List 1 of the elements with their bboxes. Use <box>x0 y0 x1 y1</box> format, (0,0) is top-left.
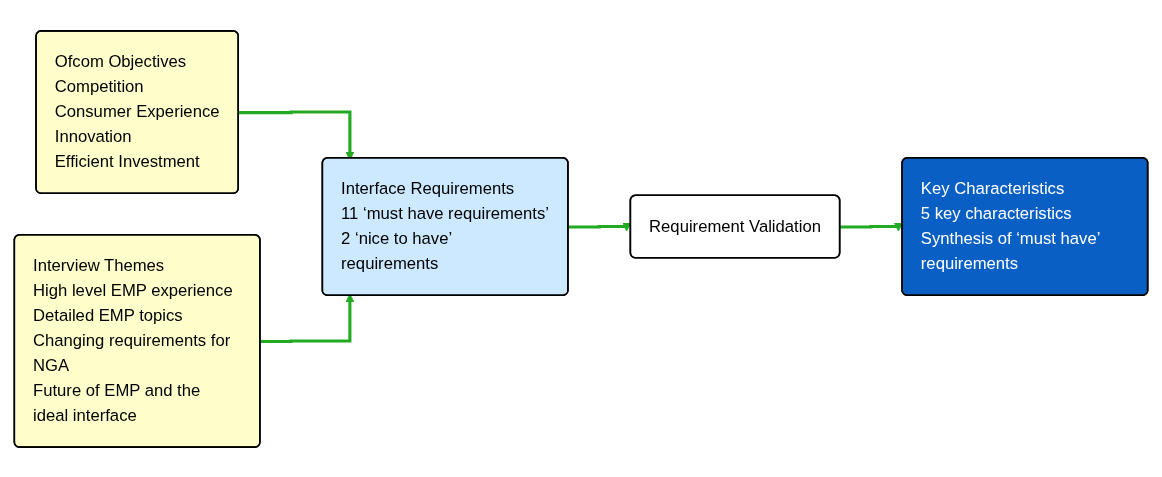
arrow <box>260 293 355 343</box>
